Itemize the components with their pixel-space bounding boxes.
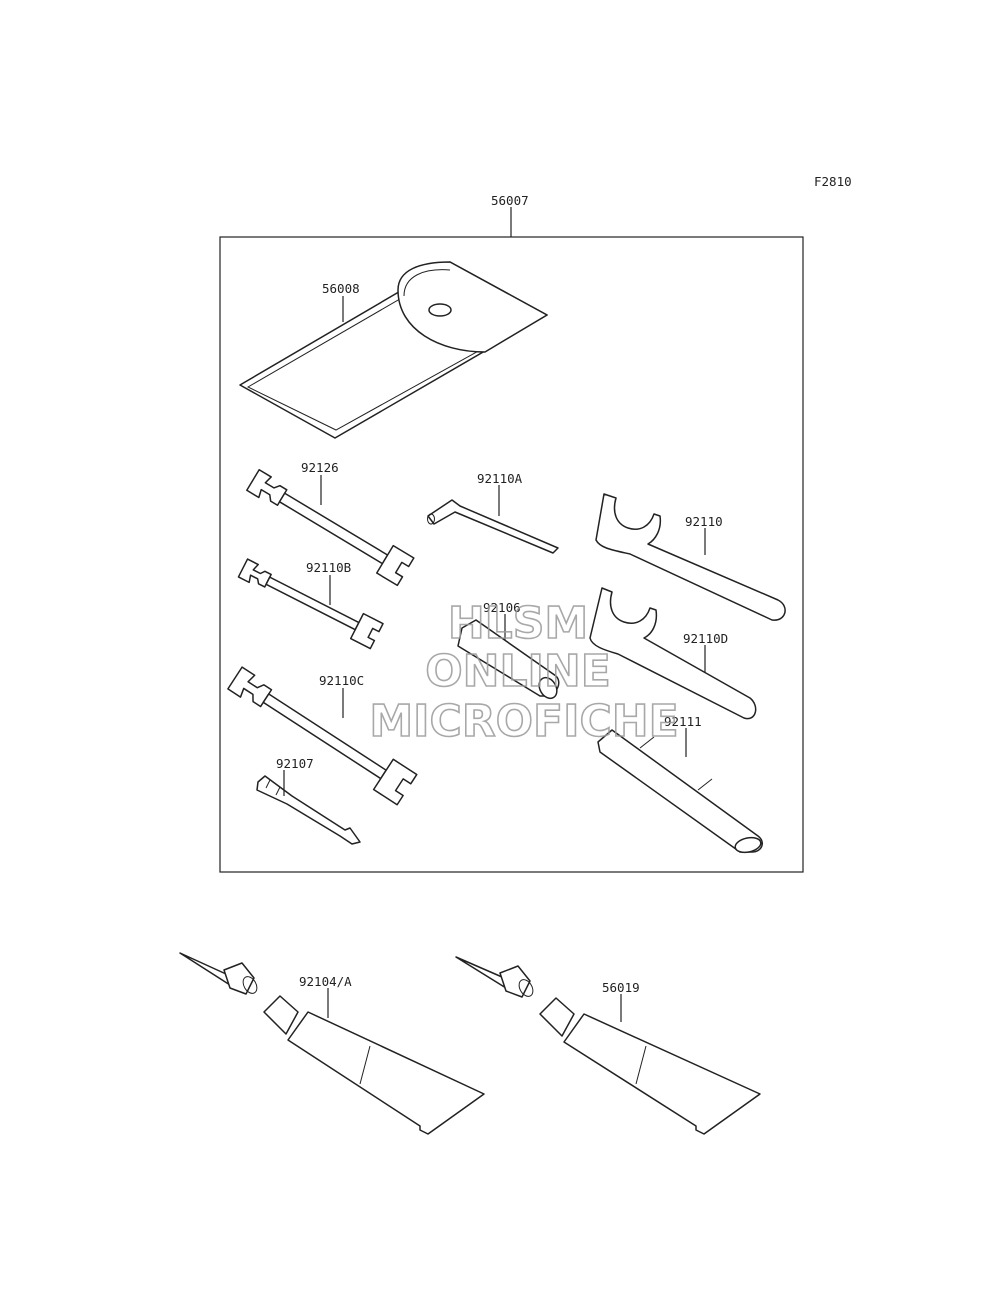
callout-92110d[interactable]: 92110D [683, 631, 728, 646]
grip-92111[interactable] [597, 729, 763, 855]
callout-92111[interactable]: 92111 [664, 714, 702, 729]
screwdriver-92107[interactable] [256, 775, 361, 845]
tube-56019[interactable] [455, 956, 761, 1135]
tube-92104a[interactable] [179, 952, 485, 1135]
handle-92106[interactable] [457, 619, 560, 702]
callout-56019[interactable]: 56019 [602, 980, 640, 995]
wrench-92110b[interactable] [237, 556, 384, 650]
watermark-line2: ONLINE [425, 646, 611, 697]
hex-key[interactable] [427, 499, 559, 554]
tool-pouch[interactable] [239, 261, 548, 439]
callout-92107[interactable]: 92107 [276, 756, 314, 771]
spanner-92110[interactable] [595, 493, 786, 621]
callout-92110a[interactable]: 92110A [477, 471, 523, 486]
spanner-92110d[interactable] [589, 587, 757, 720]
figure-code: F2810 [814, 174, 852, 189]
callout-92106[interactable]: 92106 [483, 600, 521, 615]
callout-92126[interactable]: 92126 [301, 460, 339, 475]
watermark: HLSM ONLINE MICROFICHE [369, 597, 680, 748]
wrench-92110c[interactable] [225, 663, 418, 806]
callout-56007[interactable]: 56007 [491, 193, 529, 208]
callout-56008[interactable]: 56008 [322, 281, 360, 296]
callout-92110[interactable]: 92110 [685, 514, 723, 529]
callout-92110c[interactable]: 92110C [319, 673, 364, 688]
callout-92104a[interactable]: 92104/A [299, 974, 352, 989]
watermark-line3: MICROFICHE [369, 696, 678, 747]
wrench-92126[interactable] [245, 466, 415, 587]
watermark-line1: HLSM [448, 598, 588, 649]
callout-92110b[interactable]: 92110B [306, 560, 351, 575]
